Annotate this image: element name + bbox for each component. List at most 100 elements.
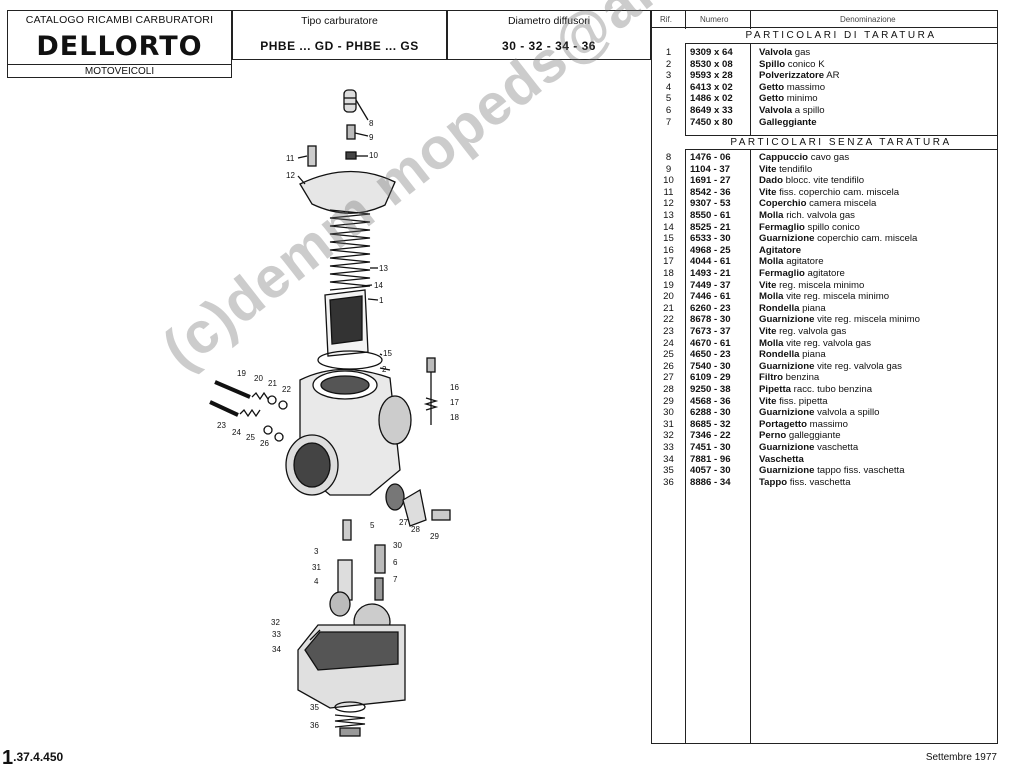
parts-table: Rif. Numero Denominazione PARTICOLARI DI… [651, 10, 998, 744]
diameter-value: 30 - 32 - 34 - 36 [502, 39, 596, 53]
row-description: Guarnizione vaschetta [759, 442, 858, 454]
col-denominazione: Denominazione [840, 15, 896, 24]
diagram-callouts: 8 9 10 11 12 13 14 1 15 2 16 17 18 19 20… [217, 119, 459, 730]
row-ref: 29 [663, 395, 674, 407]
row-ref: 2 [665, 58, 672, 70]
callout-26: 26 [260, 439, 269, 448]
callout-3: 3 [314, 547, 319, 556]
header-type-box: Tipo carburatore PHBE ... GD - PHBE ... … [232, 10, 447, 60]
callout-4: 4 [314, 577, 319, 586]
row-description-main: Portagetto [759, 418, 807, 430]
type-caption: Tipo carburatore [301, 15, 378, 27]
row-code: 8685 - 32 [690, 418, 731, 430]
row-description-rest: a spillo [792, 105, 825, 116]
row-description: Fermaglio agitatore [759, 268, 845, 280]
row-description-main: Dado [759, 175, 783, 187]
row-description: Vite reg. valvola gas [759, 326, 846, 338]
callout-14: 14 [374, 281, 383, 290]
row-code: 6260 - 23 [690, 302, 731, 314]
row-ref: 22 [663, 314, 674, 326]
section-taratura: PARTICOLARI DI TARATURA [685, 29, 997, 44]
row-description: Dado blocc. vite tendifilo [759, 175, 864, 187]
row-description-rest: tendifilo [776, 163, 813, 175]
row-description-rest: vite reg. valvola gas [814, 360, 902, 372]
row-description: Getto minimo [759, 93, 818, 105]
row-description-rest: reg. miscela minimo [776, 279, 865, 291]
row-ref: 23 [663, 326, 674, 337]
callout-8: 8 [369, 119, 374, 128]
row-description: Vaschetta [759, 454, 804, 466]
row-code: 6109 - 29 [690, 372, 731, 384]
row-description-main: Guarnizione [759, 442, 815, 453]
exploded-carburetor-diagram: 8 9 10 11 12 13 14 1 15 2 16 17 18 19 20… [209, 89, 459, 737]
row-code: 4568 - 36 [690, 395, 731, 407]
row-code: 8525 - 21 [690, 221, 731, 233]
row-description-main: Vite [759, 186, 777, 198]
row-description-rest: massimo [784, 81, 826, 93]
row-description: Vite fiss. pipetta [759, 396, 828, 408]
row-ref: 36 [663, 476, 674, 488]
row-ref: 32 [663, 430, 674, 442]
row-description-main: Galleggiante [759, 116, 817, 128]
row-ref: 7 [665, 116, 672, 128]
row-ref: 5 [665, 93, 672, 105]
callout-29: 29 [430, 532, 439, 541]
row-description-rest: gas [792, 47, 811, 58]
callout-21: 21 [268, 379, 277, 388]
callout-2: 2 [382, 365, 387, 374]
row-description-main: Vite [759, 395, 777, 407]
row-description-rest: benzina [782, 372, 820, 384]
row-code: 4670 - 61 [690, 337, 731, 349]
row-ref: 31 [663, 418, 674, 430]
callout-34: 34 [272, 645, 281, 654]
row-description-main: Spillo [759, 58, 786, 70]
row-ref: 9 [665, 163, 672, 175]
row-description-rest: reg. valvola gas [776, 326, 847, 337]
catalog-code-rest: .37.4.450 [13, 750, 64, 764]
row-code: 9307 - 53 [690, 198, 731, 210]
row-description-main: Vite [759, 163, 777, 175]
row-description-main: Vite [759, 326, 777, 337]
row-description-main: Pipetta [759, 384, 791, 395]
row-code: 7446 - 61 [690, 291, 731, 303]
callout-22: 22 [282, 385, 291, 394]
row-description-rest: coperchio cam. miscela [814, 233, 918, 245]
row-description: Cappuccio cavo gas [759, 152, 849, 164]
row-description: Guarnizione coperchio cam. miscela [759, 233, 917, 245]
row-description-rest: piana [799, 302, 826, 314]
table-row: 23 7673 - 37 Vite reg. valvola gas [652, 326, 997, 338]
row-description-main: Valvola [759, 105, 793, 116]
row-ref: 34 [663, 453, 674, 465]
row-ref: 19 [663, 279, 674, 291]
row-description-main: Guarnizione [759, 233, 815, 245]
row-description: Molla agitatore [759, 256, 824, 268]
row-description-main: Vaschetta [759, 453, 804, 465]
row-description-main: Molla [759, 210, 784, 221]
row-code: 9309 x 64 [690, 47, 733, 58]
row-description: Spillo conico K [759, 59, 825, 71]
callout-23: 23 [217, 421, 226, 430]
callout-17: 17 [450, 398, 459, 407]
row-description: Filtro benzina [759, 372, 819, 384]
row-code: 7673 - 37 [690, 326, 731, 337]
row-description-main: Guarnizione [759, 314, 815, 326]
row-code: 8550 - 61 [690, 210, 731, 221]
row-description-rest: agitatore [804, 268, 845, 279]
row-ref: 10 [663, 175, 674, 187]
row-description-main: Guarnizione [759, 407, 815, 419]
row-description-rest: cavo gas [808, 152, 850, 163]
row-ref: 3 [665, 70, 672, 82]
row-description-rest: galleggiante [786, 430, 841, 442]
row-description: Vite reg. miscela minimo [759, 280, 864, 292]
